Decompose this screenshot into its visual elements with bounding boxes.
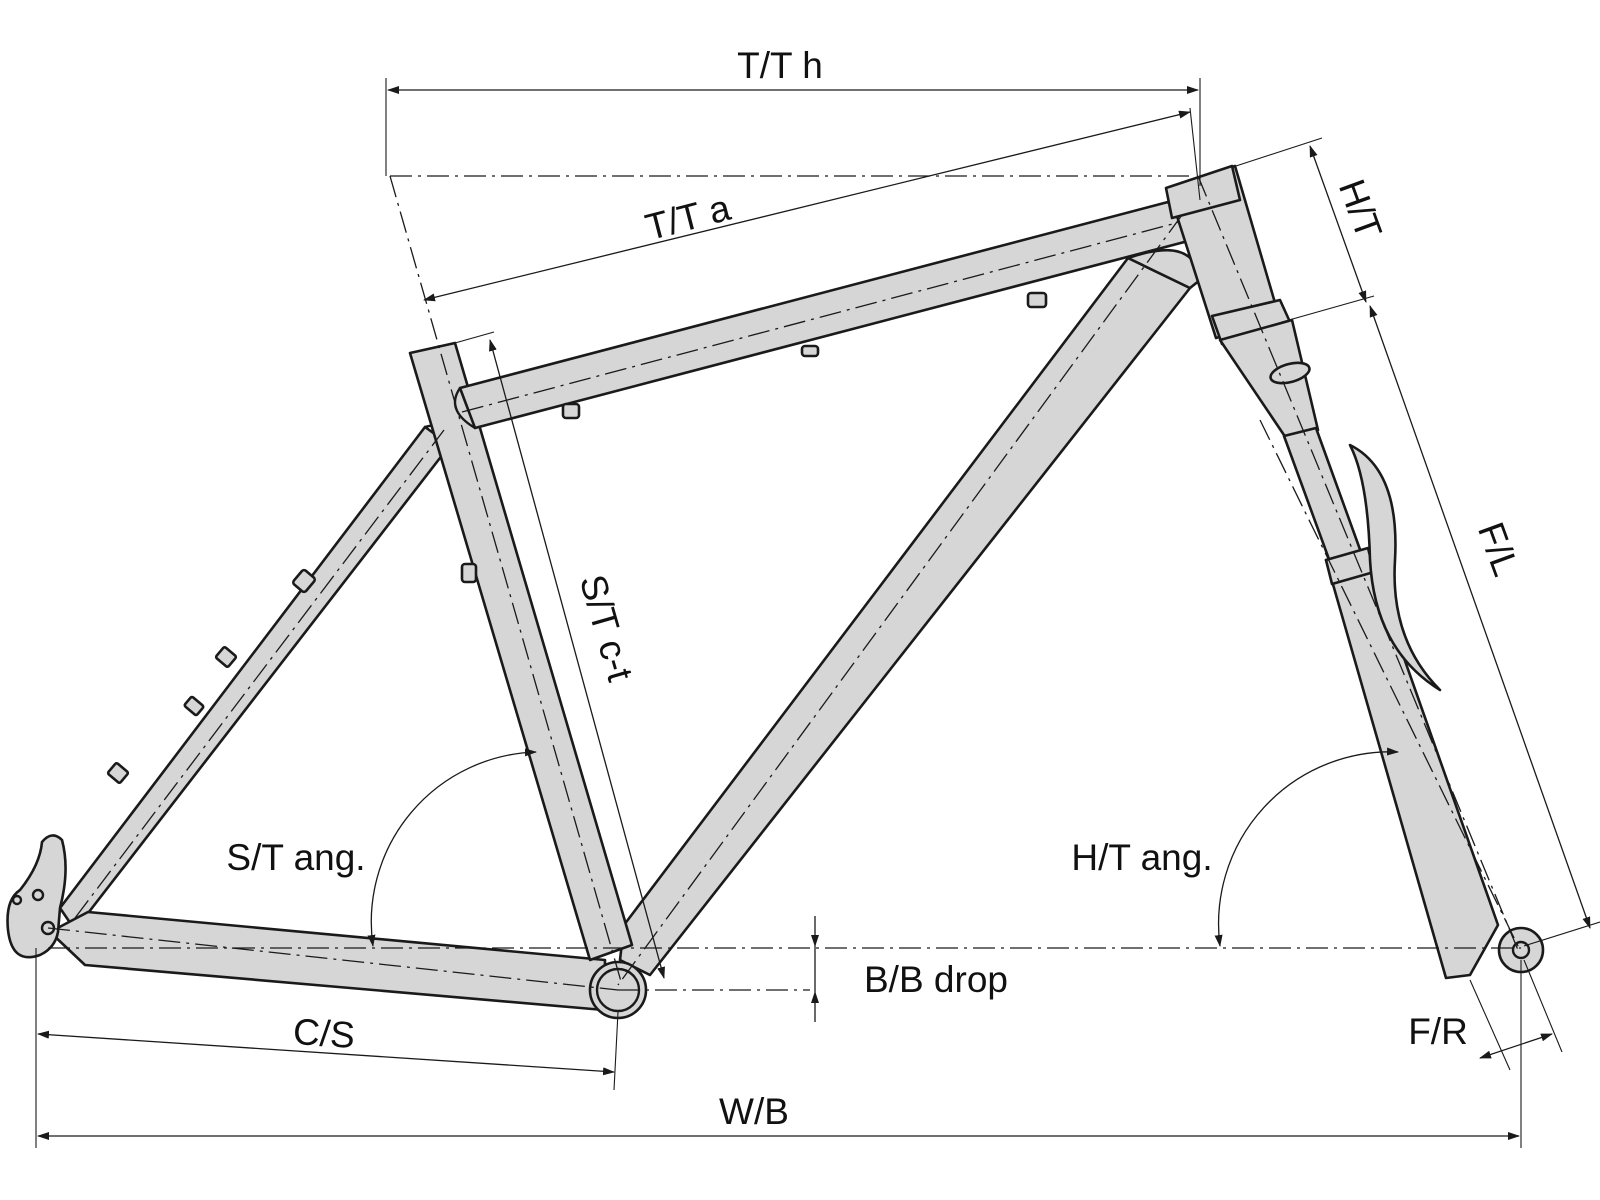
seatstay-centerline: [74, 429, 445, 919]
down-tube-centerline: [617, 214, 1183, 986]
fork-crown: [1218, 318, 1320, 440]
label-tt-horizontal: T/T h: [737, 45, 823, 86]
rear-dropout: [6, 834, 67, 959]
label-head-tube: H/T: [1331, 174, 1390, 244]
label-st-angle: S/T ang.: [226, 837, 365, 878]
label-chainstay: C/S: [292, 1011, 356, 1056]
chainstay-centerline: [47, 927, 619, 991]
fr-dimension: [1479, 1033, 1553, 1059]
label-bb-drop: B/B drop: [864, 959, 1008, 1000]
tta-extension-right: [1189, 107, 1201, 201]
ht-angle-arc: [1214, 747, 1399, 947]
steering-axis: [1197, 175, 1519, 951]
brake-boss: [292, 568, 316, 594]
fr-extension-b: [1523, 959, 1563, 1053]
cable-guide: [1026, 291, 1048, 309]
dropout-hole: [31, 888, 45, 902]
cable-guide: [561, 402, 581, 420]
label-wheelbase: W/B: [719, 1091, 789, 1132]
frame: [6, 164, 1545, 1020]
dropout-hole-2: [11, 894, 23, 906]
label-fork-length: F/L: [1470, 517, 1527, 581]
tta-dimension: [423, 110, 1191, 302]
fr-extension-a: [1469, 979, 1511, 1071]
crown-bolt: [1269, 361, 1311, 385]
fl-dimension: [1369, 305, 1591, 929]
bottle-boss: [460, 562, 478, 584]
cs-extension-right: [613, 1011, 619, 1091]
fork-lower-leg: [1324, 548, 1500, 980]
stct-extension-top: [454, 331, 495, 344]
label-ht-angle: H/T ang.: [1071, 837, 1212, 878]
cs-dimension: [37, 1030, 615, 1076]
cable-stop: [106, 762, 130, 784]
chain-stay: [48, 910, 607, 1012]
cable-stop: [214, 646, 238, 668]
st-angle-arc: [367, 748, 537, 947]
ht-dimension: [1309, 145, 1367, 303]
dimensions: [35, 78, 1600, 1148]
label-fork-rake: F/R: [1408, 1011, 1468, 1052]
ht-extension-bottom: [1281, 295, 1375, 323]
front-axle: [1511, 940, 1531, 960]
ht-extension-top: [1235, 137, 1323, 167]
stct-dimension: [489, 339, 665, 979]
label-tt-actual: T/T a: [641, 187, 735, 248]
label-seat-tube-ct: S/T c-t: [572, 570, 641, 686]
cable-guide: [800, 344, 820, 358]
labels: T/T h T/T a H/T F/L S/T c-t S/T ang. H/T…: [226, 45, 1526, 1132]
cable-stop: [183, 695, 205, 717]
